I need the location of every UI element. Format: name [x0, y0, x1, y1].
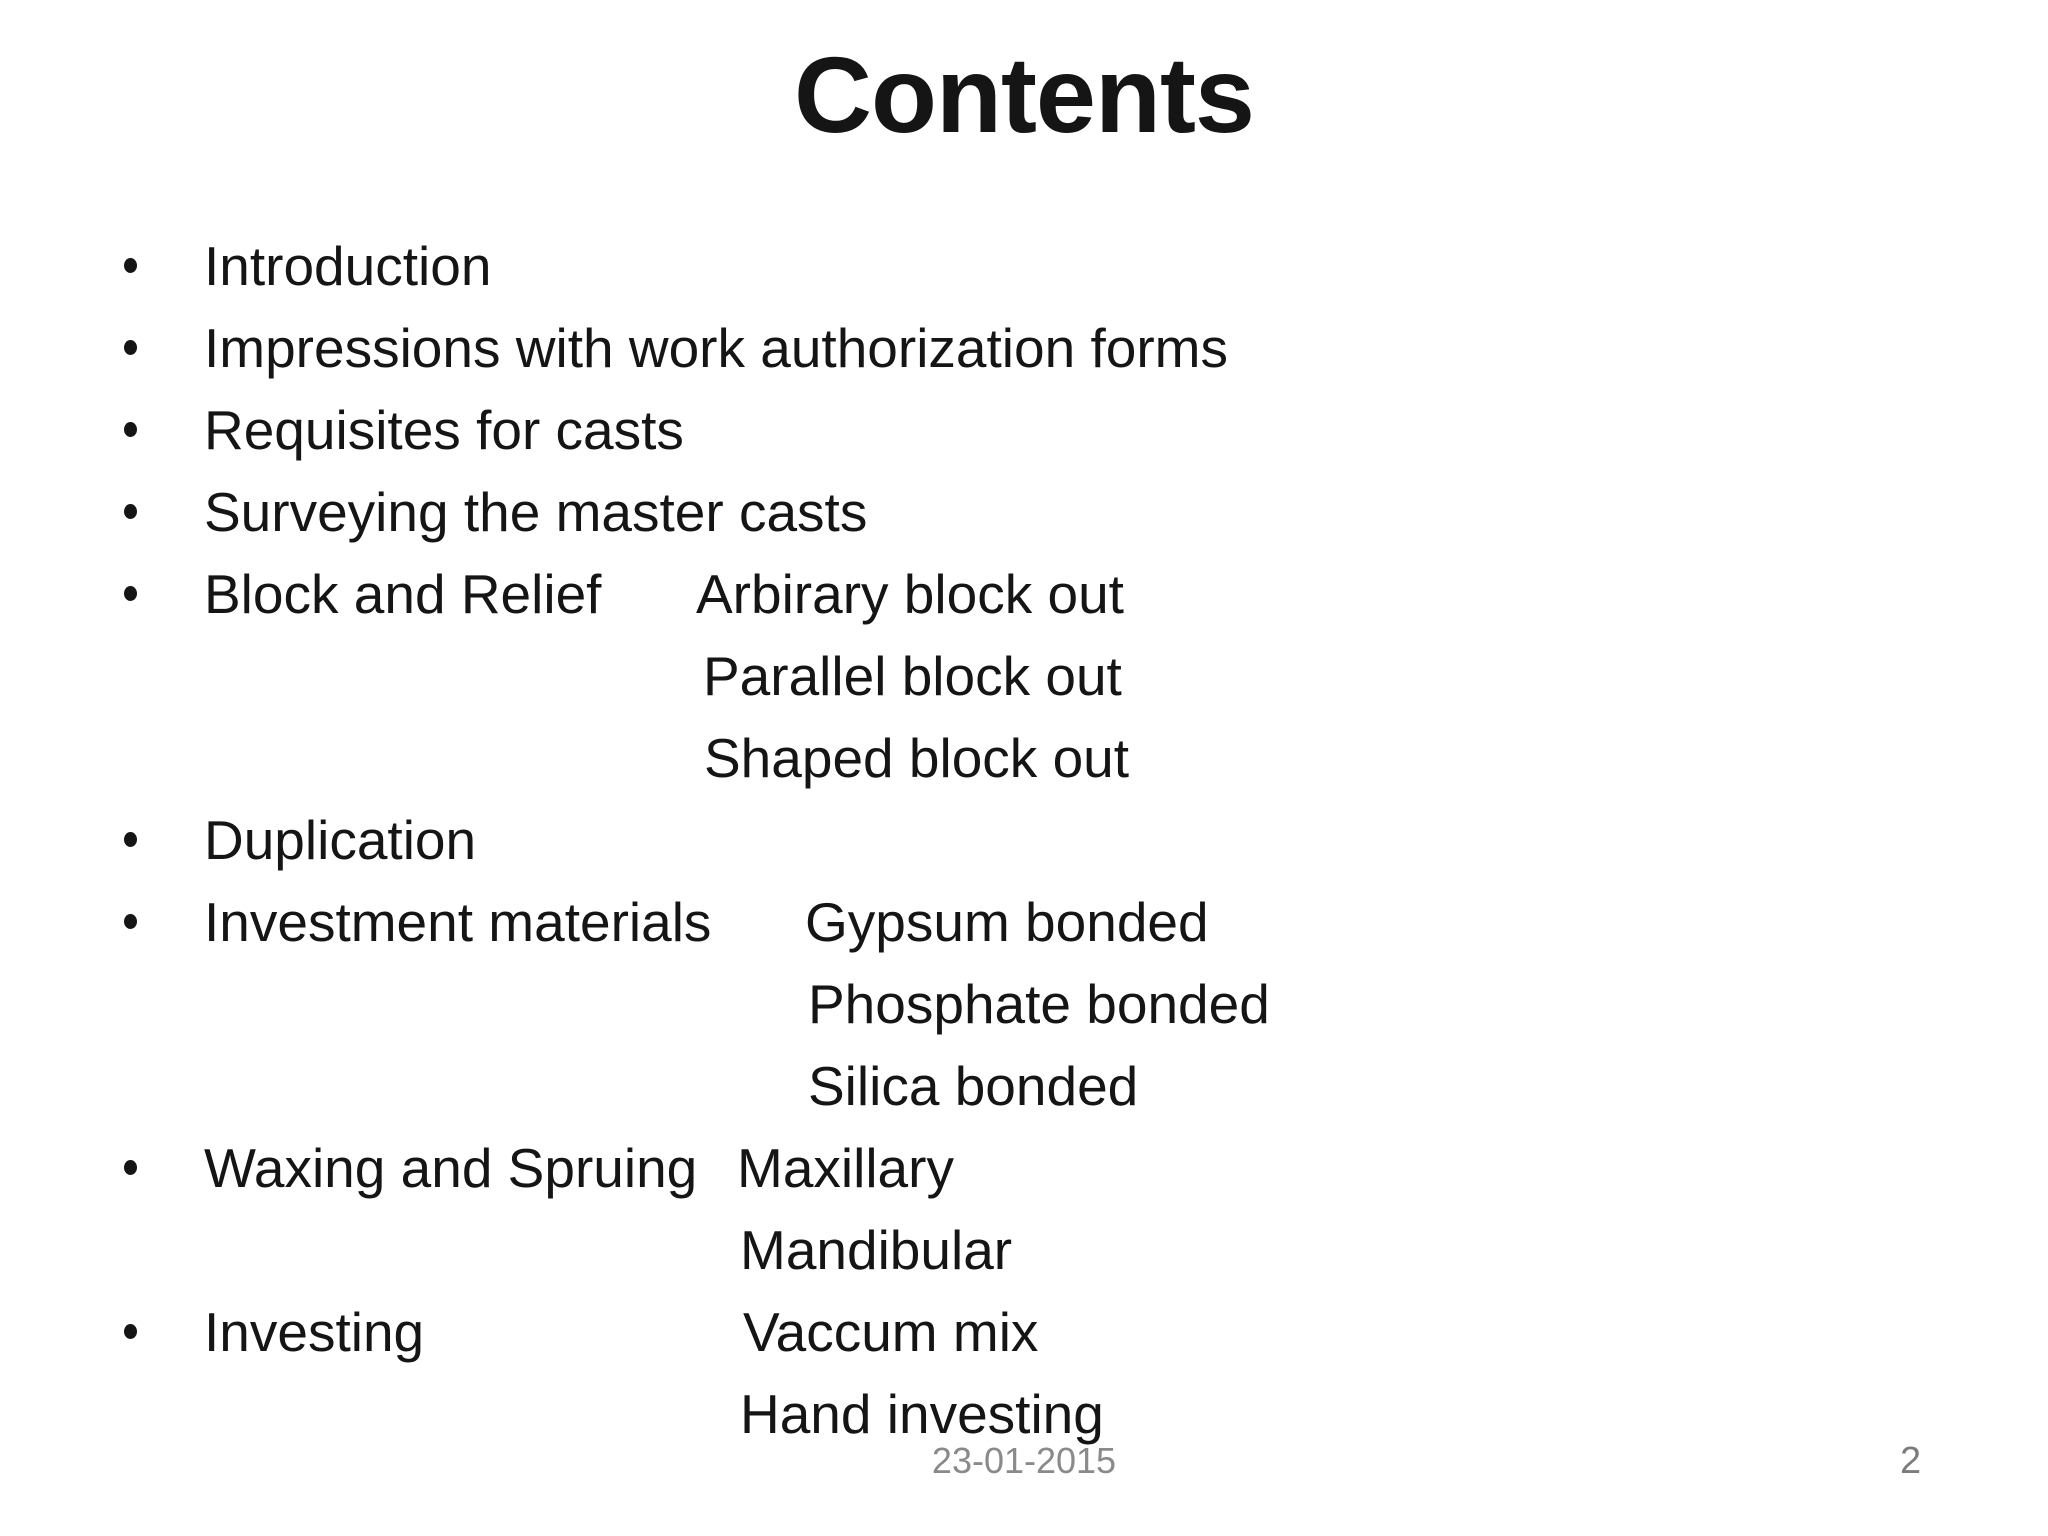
list-item: Requisites for casts	[0, 389, 2048, 471]
page-number: 2	[1900, 1440, 1922, 1482]
list-item: Parallel block out	[0, 635, 2048, 717]
toc-subtopic: Maxillary	[737, 1137, 954, 1199]
toc-subtopic: Shaped block out	[704, 727, 1130, 789]
toc-subtopic: Gypsum bonded	[805, 891, 1209, 953]
toc-topic: Introduction	[204, 235, 492, 297]
bullet-icon	[124, 1324, 137, 1339]
list-item: Investment materials Gypsum bonded	[0, 881, 2048, 963]
toc-topic: Requisites for casts	[204, 399, 684, 461]
toc-subtopic: Hand investing	[740, 1383, 1104, 1445]
bullet-icon	[124, 504, 137, 519]
bullet-icon	[124, 258, 137, 273]
toc-subtopic: Arbirary block out	[696, 563, 1124, 625]
bullet-icon	[124, 422, 137, 437]
toc-list: Introduction Impressions with work autho…	[0, 225, 2048, 1455]
footer-date: 23-01-2015	[931, 1440, 1117, 1481]
toc-topic: Investment materials	[204, 891, 712, 953]
list-item: Impressions with work authorization form…	[0, 307, 2048, 389]
list-item: Hand investing	[0, 1373, 2048, 1455]
toc-topic: Surveying the master casts	[204, 481, 868, 543]
page-title: Contents	[794, 34, 1255, 155]
toc-subtopic: Silica bonded	[808, 1055, 1139, 1117]
toc-topic: Investing	[204, 1301, 425, 1363]
bullet-icon	[124, 1160, 137, 1175]
bullet-icon	[124, 586, 137, 601]
list-item: Waxing and Spruing Maxillary	[0, 1127, 2048, 1209]
list-item: Investing Vaccum mix	[0, 1291, 2048, 1373]
bullet-icon	[124, 340, 137, 355]
list-item: Introduction	[0, 225, 2048, 307]
list-item: Shaped block out	[0, 717, 2048, 799]
toc-topic: Duplication	[204, 809, 477, 871]
list-item: Mandibular	[0, 1209, 2048, 1291]
list-item: Duplication	[0, 799, 2048, 881]
toc-subtopic: Vaccum mix	[743, 1301, 1039, 1363]
list-item: Phosphate bonded	[0, 963, 2048, 1045]
bullet-icon	[124, 832, 137, 847]
toc-topic: Impressions with work authorization form…	[204, 317, 1228, 379]
toc-subtopic: Mandibular	[740, 1219, 1013, 1281]
list-item: Silica bonded	[0, 1045, 2048, 1127]
toc-topic: Waxing and Spruing	[204, 1137, 698, 1199]
toc-subtopic: Parallel block out	[703, 645, 1122, 707]
list-item: Block and Relief Arbirary block out	[0, 553, 2048, 635]
toc-subtopic: Phosphate bonded	[808, 973, 1270, 1035]
list-item: Surveying the master casts	[0, 471, 2048, 553]
toc-topic: Block and Relief	[204, 563, 602, 625]
bullet-icon	[124, 914, 137, 929]
